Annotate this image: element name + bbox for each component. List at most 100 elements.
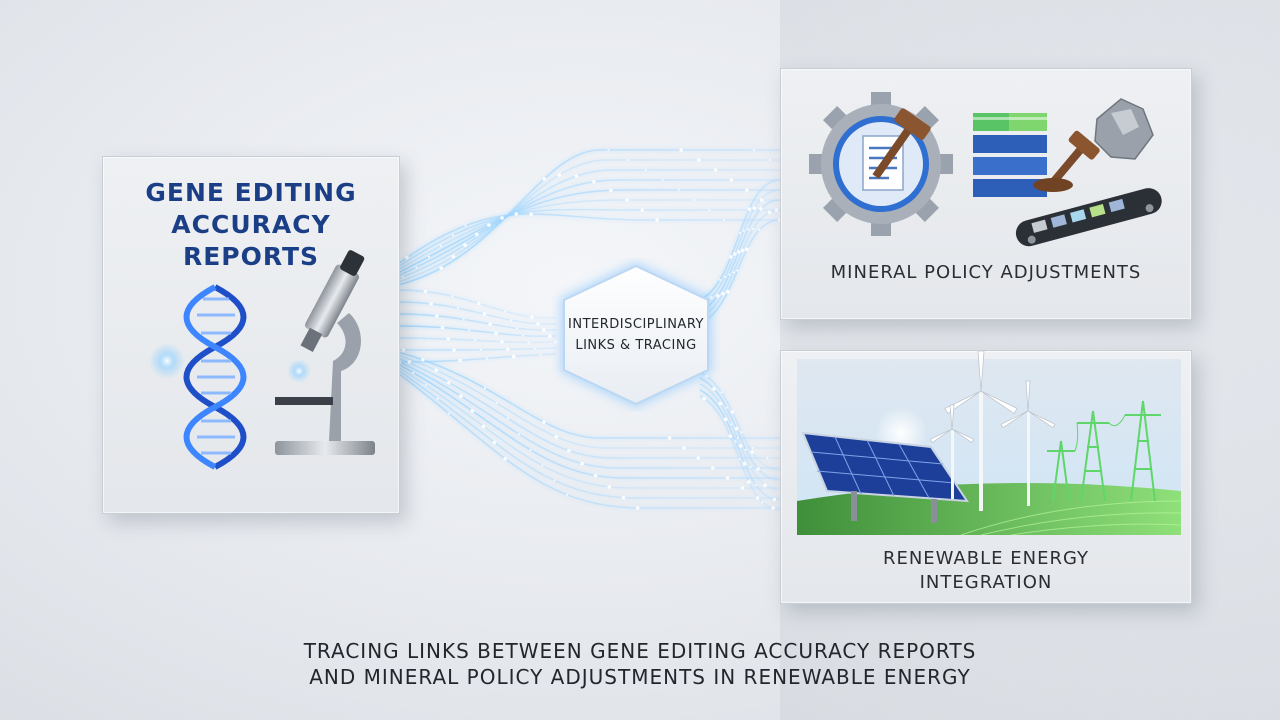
flow-dot — [521, 334, 524, 337]
flow-dot — [487, 223, 491, 227]
flow-dot — [506, 417, 509, 420]
flow-dot — [557, 173, 562, 177]
flow-line — [397, 353, 557, 363]
flow-dot — [769, 159, 771, 161]
flow-dot — [515, 327, 518, 330]
flow-line — [397, 351, 780, 439]
flow-dot — [458, 358, 462, 363]
flow-dot — [494, 331, 498, 336]
flow-dot — [736, 250, 741, 254]
hub-label: INTERDISCIPLINARY LINKS & TRACING — [552, 314, 720, 356]
flow-dot — [462, 318, 465, 321]
flow-dot — [713, 168, 718, 172]
flow-dot — [733, 252, 737, 256]
flow-dot — [734, 426, 739, 431]
flow-dot — [759, 207, 763, 211]
flow-dot — [742, 229, 745, 232]
flow-dot — [423, 289, 428, 294]
flow-dot — [553, 340, 558, 344]
flow-line — [397, 159, 780, 283]
flow-dot — [679, 148, 683, 152]
mineral-policy-illustration — [809, 92, 1162, 247]
flow-dot — [451, 295, 454, 298]
gene-editing-title: GENE EDITING ACCURACY REPORTS — [145, 178, 357, 271]
flow-dot — [481, 424, 486, 429]
flow-dot — [655, 218, 659, 222]
flow-dot — [635, 506, 640, 510]
flow-dot — [745, 188, 749, 192]
flow-dot — [752, 227, 754, 230]
flow-dot — [607, 485, 612, 489]
flow-dot — [405, 255, 409, 260]
flow-dot — [742, 461, 747, 466]
flow-line — [397, 325, 557, 337]
flow-dot — [451, 234, 454, 237]
flow-dot — [500, 216, 504, 220]
flow-dot — [541, 464, 544, 467]
flow-dot — [725, 406, 728, 409]
flow-dot — [477, 301, 481, 306]
flow-dot — [511, 354, 516, 359]
renewable-energy-panel: RENEWABLE ENERGY INTEGRATION — [780, 350, 1192, 604]
flow-dot — [723, 417, 728, 422]
flow-dot — [751, 447, 754, 449]
flow-dot — [574, 174, 579, 178]
solar-panel-icon — [801, 431, 969, 523]
flow-dot — [728, 434, 733, 439]
flow-dot — [447, 380, 451, 385]
flow-dot — [488, 322, 493, 326]
flow-dot — [446, 337, 451, 341]
flow-line — [397, 360, 780, 469]
flow-dot — [459, 394, 463, 399]
flow-line — [397, 208, 780, 268]
flow-line — [397, 357, 780, 459]
flow-dot — [729, 254, 733, 259]
flow-dot — [740, 248, 745, 253]
flow-dot — [456, 307, 459, 309]
mineral-policy-title: MINERAL POLICY ADJUSTMENTS — [830, 262, 1142, 283]
flow-dot — [529, 449, 532, 451]
power-pylon-icon — [1047, 400, 1161, 502]
flow-dot — [474, 339, 477, 342]
flow-line — [397, 169, 780, 280]
flow-dot — [553, 479, 556, 482]
flow-line — [397, 199, 780, 271]
interdisciplinary-hub: INTERDISCIPLINARY LINKS & TRACING — [552, 258, 720, 412]
flow-dot — [506, 347, 510, 352]
flow-line — [397, 363, 780, 479]
flow-dot — [752, 206, 757, 211]
flow-dot — [402, 276, 404, 279]
dna-helix-icon — [149, 284, 247, 470]
flow-dot — [483, 387, 486, 390]
flow-dot — [708, 209, 711, 211]
flow-dot — [712, 387, 716, 391]
flow-dot — [529, 212, 533, 216]
flow-dot — [724, 276, 726, 278]
flow-dot — [721, 291, 725, 296]
flow-line — [397, 189, 780, 274]
mineral-policy-panel: MINERAL POLICY ADJUSTMENTS — [780, 68, 1192, 320]
flow-line — [397, 213, 780, 265]
flow-dot — [756, 467, 760, 471]
flow-dot — [542, 420, 546, 424]
microscope-icon — [275, 250, 375, 455]
flow-dot — [626, 159, 629, 161]
flow-dot — [740, 431, 743, 434]
flow-dot — [415, 266, 418, 269]
flow-line — [699, 219, 781, 325]
flow-dot — [747, 207, 751, 211]
flow-dot — [693, 199, 696, 201]
flow-dot — [696, 456, 701, 460]
flow-dot — [474, 232, 479, 237]
flow-line — [699, 395, 781, 511]
gavel-icon — [872, 108, 931, 179]
flow-dot — [482, 312, 487, 316]
flow-dot — [667, 436, 672, 440]
flow-dot — [730, 410, 735, 414]
flow-dot — [436, 397, 439, 400]
flow-dot — [514, 212, 519, 216]
flow-line — [699, 377, 781, 481]
flow-dot — [485, 357, 488, 360]
flow-dot — [609, 188, 613, 193]
flow-dot — [755, 496, 760, 500]
